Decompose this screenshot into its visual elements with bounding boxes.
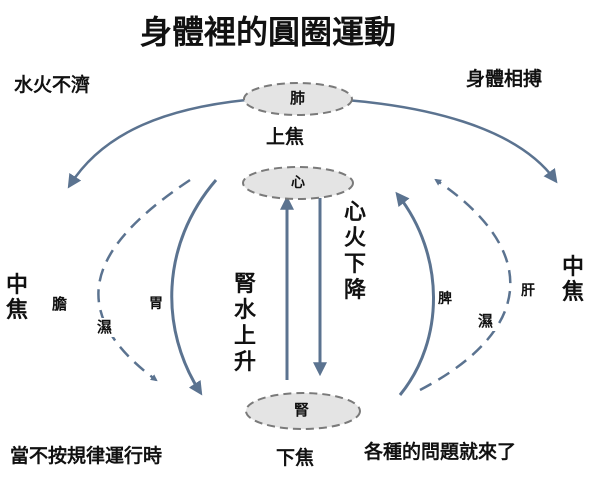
heart-node: [242, 166, 354, 200]
arrow-kidney-to-heart-right: [395, 191, 435, 396]
gallbladder-label: 膽: [49, 295, 71, 314]
arrow-lung-to-right: [345, 98, 558, 184]
arrow-dashed-left: [97, 178, 191, 382]
lower-jiao-label: 下焦: [276, 447, 315, 469]
corner-text-top-right: 身體相搏: [466, 68, 543, 90]
stomach-label: 胃: [146, 295, 166, 313]
middle-jiao-right-label: 中焦: [562, 255, 585, 305]
corner-text-top-left: 水火不濟: [14, 74, 91, 96]
heart-fire-down-label: 心火下降: [344, 200, 367, 303]
upper-jiao-label: 上焦: [266, 126, 305, 148]
lung-node: [243, 82, 353, 116]
arrow-lung-to-left: [67, 98, 247, 189]
arrow-dashed-right: [419, 178, 512, 392]
damp-right-label: 濕: [475, 312, 497, 331]
liver-label: 肝: [518, 282, 538, 300]
corner-text-bottom-right: 各種的問題就來了: [364, 441, 517, 463]
damp-left-label: 濕: [94, 318, 116, 337]
heart-label: 心: [291, 175, 305, 191]
corner-text-bottom-left: 當不按規律運行時: [10, 445, 163, 467]
kidney-label: 腎: [294, 401, 310, 419]
kidney-water-up-label: 腎水上升: [234, 272, 257, 375]
diagram-title: 身體裡的圓圈運動: [140, 13, 397, 51]
arrow-heart-to-kidney-left: [170, 179, 218, 396]
kidney-node: [245, 392, 361, 430]
middle-jiao-left-label: 中焦: [6, 273, 29, 323]
spleen-label: 脾: [435, 290, 455, 308]
lung-label: 肺: [290, 89, 306, 107]
